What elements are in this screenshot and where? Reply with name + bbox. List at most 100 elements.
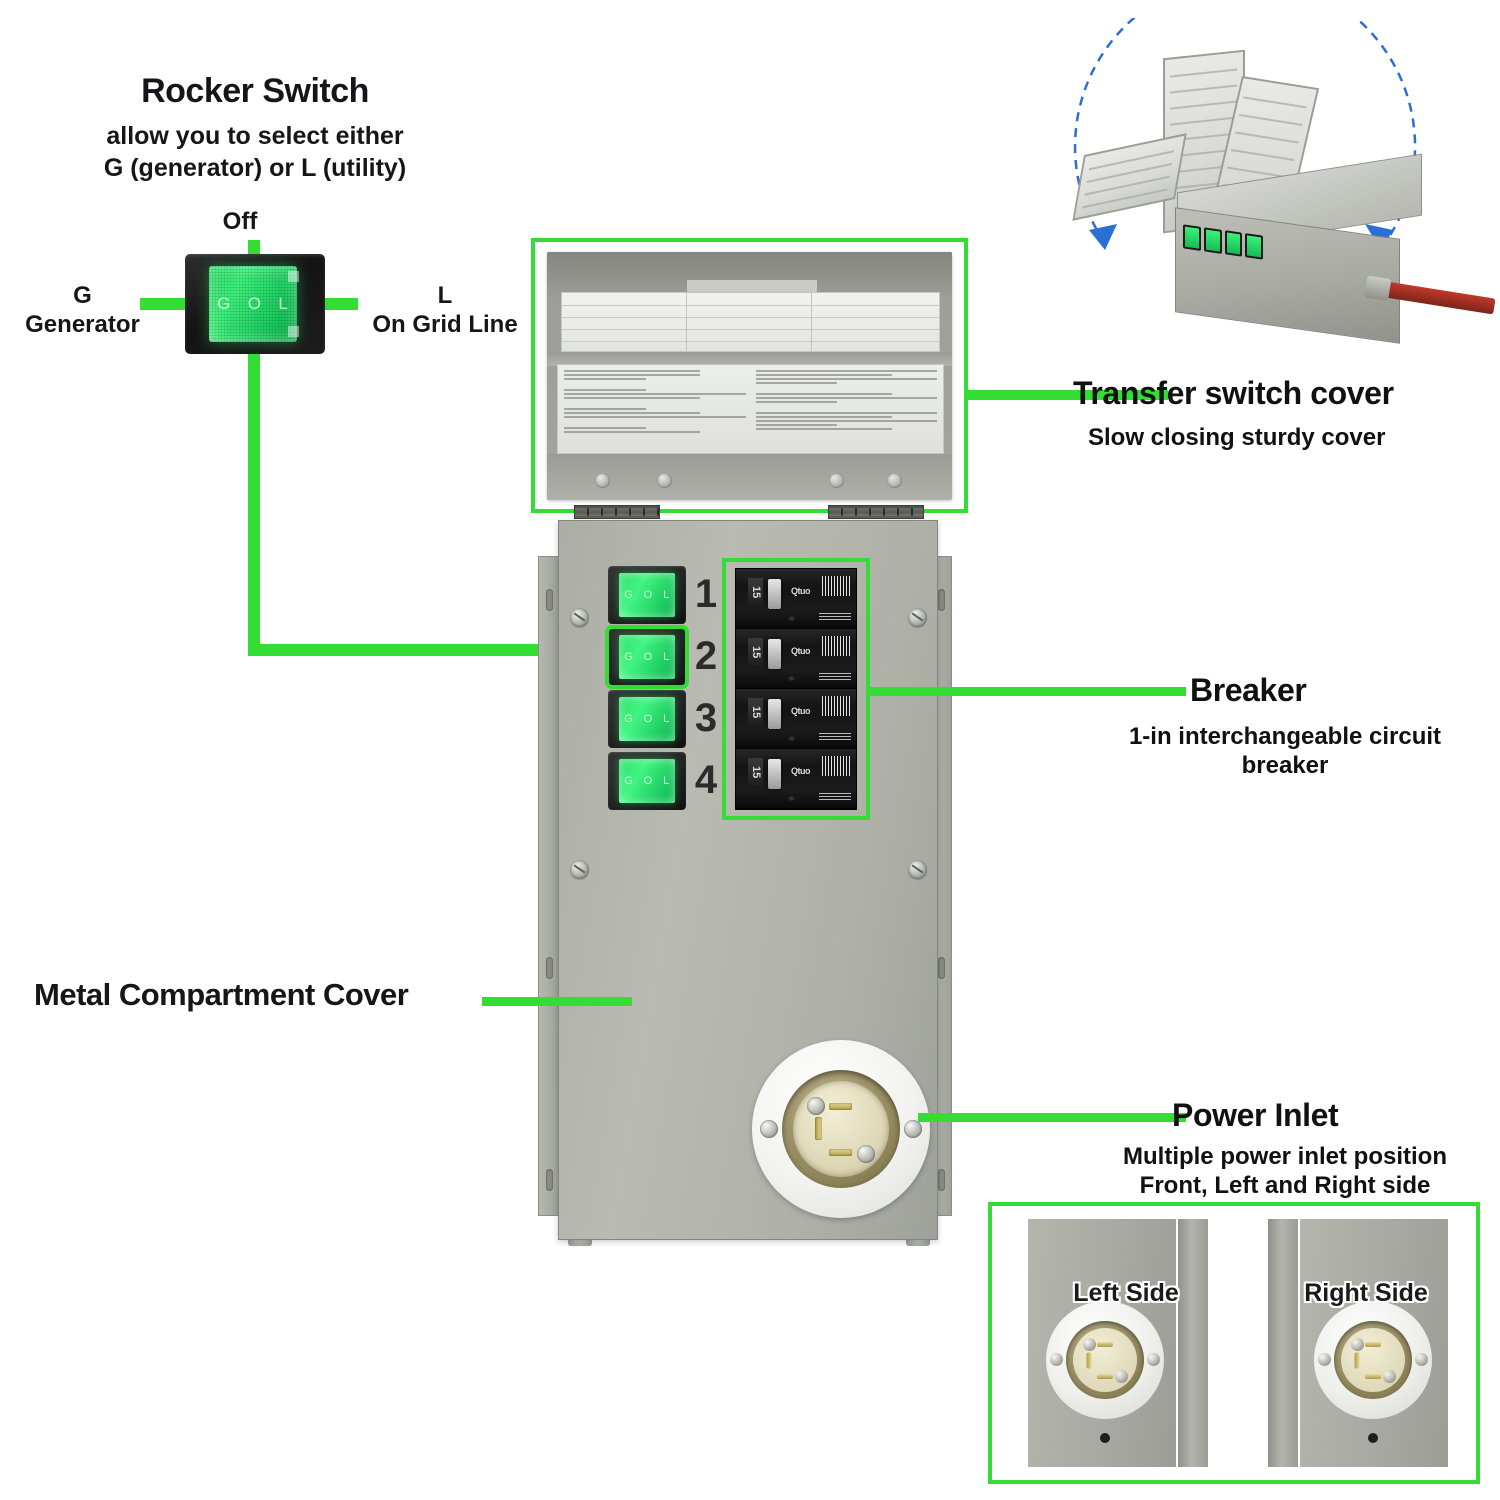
power-inlet-title: Power Inlet bbox=[1172, 1097, 1339, 1133]
panel-rocker-cap-2 bbox=[619, 635, 675, 679]
metal-cover-title: Metal Compartment Cover bbox=[34, 977, 409, 1012]
breaker-3-barcode-icon bbox=[822, 696, 850, 716]
panel-rocker-glyphs-2: G O L bbox=[619, 635, 675, 679]
breaker-3-toggle[interactable] bbox=[768, 699, 781, 729]
cover-hinge-right bbox=[828, 505, 924, 519]
metal-cover-leader-line bbox=[482, 997, 632, 1006]
breaker-1[interactable]: 15 Qtuo bbox=[736, 569, 856, 629]
left-side-inlet-photo: Left Side bbox=[1028, 1219, 1224, 1467]
cover-label-table bbox=[561, 292, 940, 352]
panel-screw-top-left bbox=[570, 608, 589, 627]
power-inlet-blade-top bbox=[829, 1103, 852, 1110]
panel-rocker-2-glyph-g: G bbox=[624, 651, 634, 663]
right-side-inlet[interactable] bbox=[1314, 1301, 1432, 1419]
panel-rocker-switch-3[interactable]: G O L bbox=[608, 690, 686, 748]
power-inlet-leader-line bbox=[918, 1113, 1186, 1122]
right-side-label: Right Side bbox=[1304, 1279, 1428, 1307]
breaker-3[interactable]: 15 Qtuo bbox=[736, 689, 856, 749]
left-side-inlet-face bbox=[1073, 1328, 1137, 1392]
right-side-inlet-photo: Right Side bbox=[1268, 1219, 1464, 1467]
breaker-1-amperage: 15 bbox=[748, 578, 763, 606]
breaker-stack[interactable]: 15 Qtuo 15 Qtuo 15 Qtuo 15 Qtuo bbox=[735, 568, 857, 810]
panel-rocker-switch-1[interactable]: G O L bbox=[608, 566, 686, 624]
circuit-number-2: 2 bbox=[694, 634, 718, 678]
cover-mid-band bbox=[547, 352, 952, 366]
breaker-4-amperage: 15 bbox=[748, 758, 763, 786]
breaker-2-barcode-icon bbox=[822, 636, 850, 656]
panel-rocker-2-glyph-l: L bbox=[663, 651, 670, 663]
breaker-4-fineprint bbox=[819, 792, 851, 800]
panel-rocker-glyphs-1: G O L bbox=[619, 573, 675, 617]
power-inlet-screw-top-left bbox=[807, 1097, 825, 1115]
breaker-4-brand: Qtuo bbox=[791, 766, 811, 776]
rocker-label-l: L bbox=[437, 282, 453, 309]
panel-rocker-3-glyph-l: L bbox=[663, 713, 670, 725]
breaker-2-brand: Qtuo bbox=[791, 646, 811, 656]
breaker-2-toggle[interactable] bbox=[768, 639, 781, 669]
rocker-glyph-o: O bbox=[247, 294, 262, 313]
panel-rocker-switch-4[interactable]: G O L bbox=[608, 752, 686, 810]
side-mount-highlight-frame bbox=[988, 1202, 1480, 1484]
circuit-number-1: 1 bbox=[694, 572, 718, 616]
panel-rocker-1-glyph-g: G bbox=[624, 589, 634, 601]
panel-rocker-1-glyph-o: O bbox=[643, 589, 653, 601]
power-inlet-receptacle[interactable] bbox=[752, 1040, 930, 1218]
transfer-cover-subtitle: Slow closing sturdy cover bbox=[1088, 424, 1386, 451]
panel-rocker-switch-2[interactable]: G O L bbox=[605, 625, 689, 689]
power-inlet-subtitle: Multiple power inlet position Front, Lef… bbox=[1123, 1143, 1447, 1200]
right-side-rail bbox=[1268, 1219, 1298, 1467]
left-side-inlet[interactable] bbox=[1046, 1301, 1164, 1419]
circuit-number-3: 3 bbox=[694, 696, 718, 740]
panel-rocker-4-glyph-l: L bbox=[663, 775, 670, 787]
power-inlet-mount-screw-left bbox=[760, 1120, 778, 1138]
breaker-2[interactable]: 15 Qtuo bbox=[736, 629, 856, 689]
rocker-switch-cap bbox=[209, 266, 297, 342]
right-side-inlet-face bbox=[1341, 1328, 1405, 1392]
rocker-switch-closeup[interactable]: G O L bbox=[185, 254, 325, 354]
transfer-switch-cover-image bbox=[547, 252, 952, 500]
rocker-nub-top-icon bbox=[288, 271, 299, 282]
panel-rocker-cap-4 bbox=[619, 759, 675, 803]
breaker-4-barcode-icon bbox=[822, 756, 850, 776]
left-side-label: Left Side bbox=[1073, 1279, 1179, 1307]
breaker-2-amperage: 15 bbox=[748, 638, 763, 666]
transfer-cover-leader-line bbox=[968, 390, 1168, 400]
power-inlet-blade-left bbox=[815, 1117, 822, 1140]
breaker-3-test-port-icon bbox=[788, 736, 795, 741]
left-side-vent-hole-icon bbox=[1100, 1433, 1110, 1443]
rocker-label-on-grid-line-text: On Grid Line bbox=[372, 311, 518, 339]
power-inlet-screw-bottom-right bbox=[857, 1145, 875, 1163]
cover-lip bbox=[547, 252, 952, 296]
cover-base-strip bbox=[547, 454, 952, 500]
rocker-switch-title: Rocker Switch bbox=[141, 72, 369, 110]
panel-screw-top-right bbox=[908, 608, 927, 627]
breaker-leader-line bbox=[868, 687, 1186, 696]
rocker-label-off: Off bbox=[222, 208, 258, 235]
breaker-4-toggle[interactable] bbox=[768, 759, 781, 789]
left-side-rail bbox=[1178, 1219, 1208, 1467]
rocker-nub-bottom-icon bbox=[288, 326, 299, 337]
panel-rocker-cap-1 bbox=[619, 573, 675, 617]
breaker-3-fineprint bbox=[819, 732, 851, 740]
breaker-2-fineprint bbox=[819, 672, 851, 680]
breaker-4-test-port-icon bbox=[788, 796, 795, 801]
breaker-1-brand: Qtuo bbox=[791, 586, 811, 596]
panel-rocker-3-glyph-g: G bbox=[624, 713, 634, 725]
panel-rocker-4-glyph-o: O bbox=[643, 775, 653, 787]
power-inlet-mount-screw-right bbox=[904, 1120, 922, 1138]
breaker-1-test-port-icon bbox=[788, 616, 795, 621]
breaker-1-toggle[interactable] bbox=[768, 579, 781, 609]
rocker-label-generator: G Generator bbox=[0, 281, 165, 340]
circuit-number-4: 4 bbox=[694, 758, 718, 802]
breaker-1-barcode-icon bbox=[822, 576, 850, 596]
rocker-switch-subtitle: allow you to select either G (generator)… bbox=[103, 122, 407, 182]
panel-rocker-cap-3 bbox=[619, 697, 675, 741]
panel-rocker-4-glyph-g: G bbox=[624, 775, 634, 787]
breaker-3-amperage: 15 bbox=[748, 698, 763, 726]
rocker-glyph-l: L bbox=[278, 294, 289, 313]
breaker-4[interactable]: 15 Qtuo bbox=[736, 749, 856, 809]
panel-rocker-3-glyph-o: O bbox=[643, 713, 653, 725]
rocker-switch-glyphs: G O L bbox=[209, 266, 297, 342]
rocker-bottom-leader-line bbox=[248, 300, 260, 650]
cover-hinge-left bbox=[574, 505, 660, 519]
